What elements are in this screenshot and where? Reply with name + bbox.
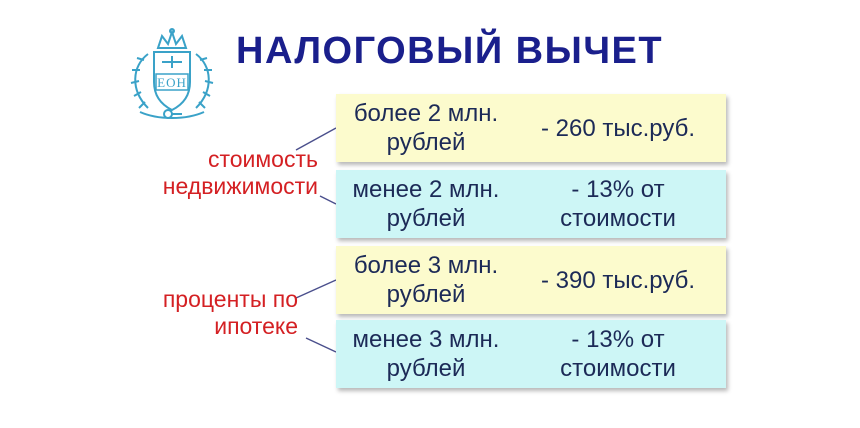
deduction-row: более 2 млн. рублей - 260 тыс.руб.: [336, 94, 726, 162]
condition-text: менее 3 млн. рублей: [352, 326, 500, 382]
connector-line: [319, 195, 337, 205]
page-title: НАЛОГОВЫЙ ВЫЧЕТ: [236, 30, 664, 72]
deduction-amount: - 390 тыс.руб.: [540, 266, 696, 294]
connector-line: [295, 279, 337, 299]
category-label-property-cost: стоимость недвижимости: [162, 146, 318, 199]
deduction-row: менее 2 млн. рублей - 13% от стоимости: [336, 170, 726, 238]
category-label-mortgage-interest: проценты по ипотеке: [162, 286, 298, 339]
connector-line: [305, 337, 337, 353]
deduction-amount: - 13% от стоимости: [560, 176, 676, 232]
condition-text: более 3 млн. рублей: [353, 252, 499, 308]
deduction-amount: - 260 тыс.руб.: [540, 114, 696, 142]
logo-text: ЕОН: [157, 75, 187, 90]
deduction-amount: - 13% от стоимости: [560, 326, 676, 382]
condition-text: менее 2 млн. рублей: [352, 176, 500, 232]
condition-text: более 2 млн. рублей: [353, 100, 499, 156]
crest-icon: ЕОН: [130, 28, 214, 119]
deduction-row: более 3 млн. рублей - 390 тыс.руб.: [336, 246, 726, 314]
deduction-row: менее 3 млн. рублей - 13% от стоимости: [336, 320, 726, 388]
crest-logo: ЕОН: [118, 26, 226, 126]
